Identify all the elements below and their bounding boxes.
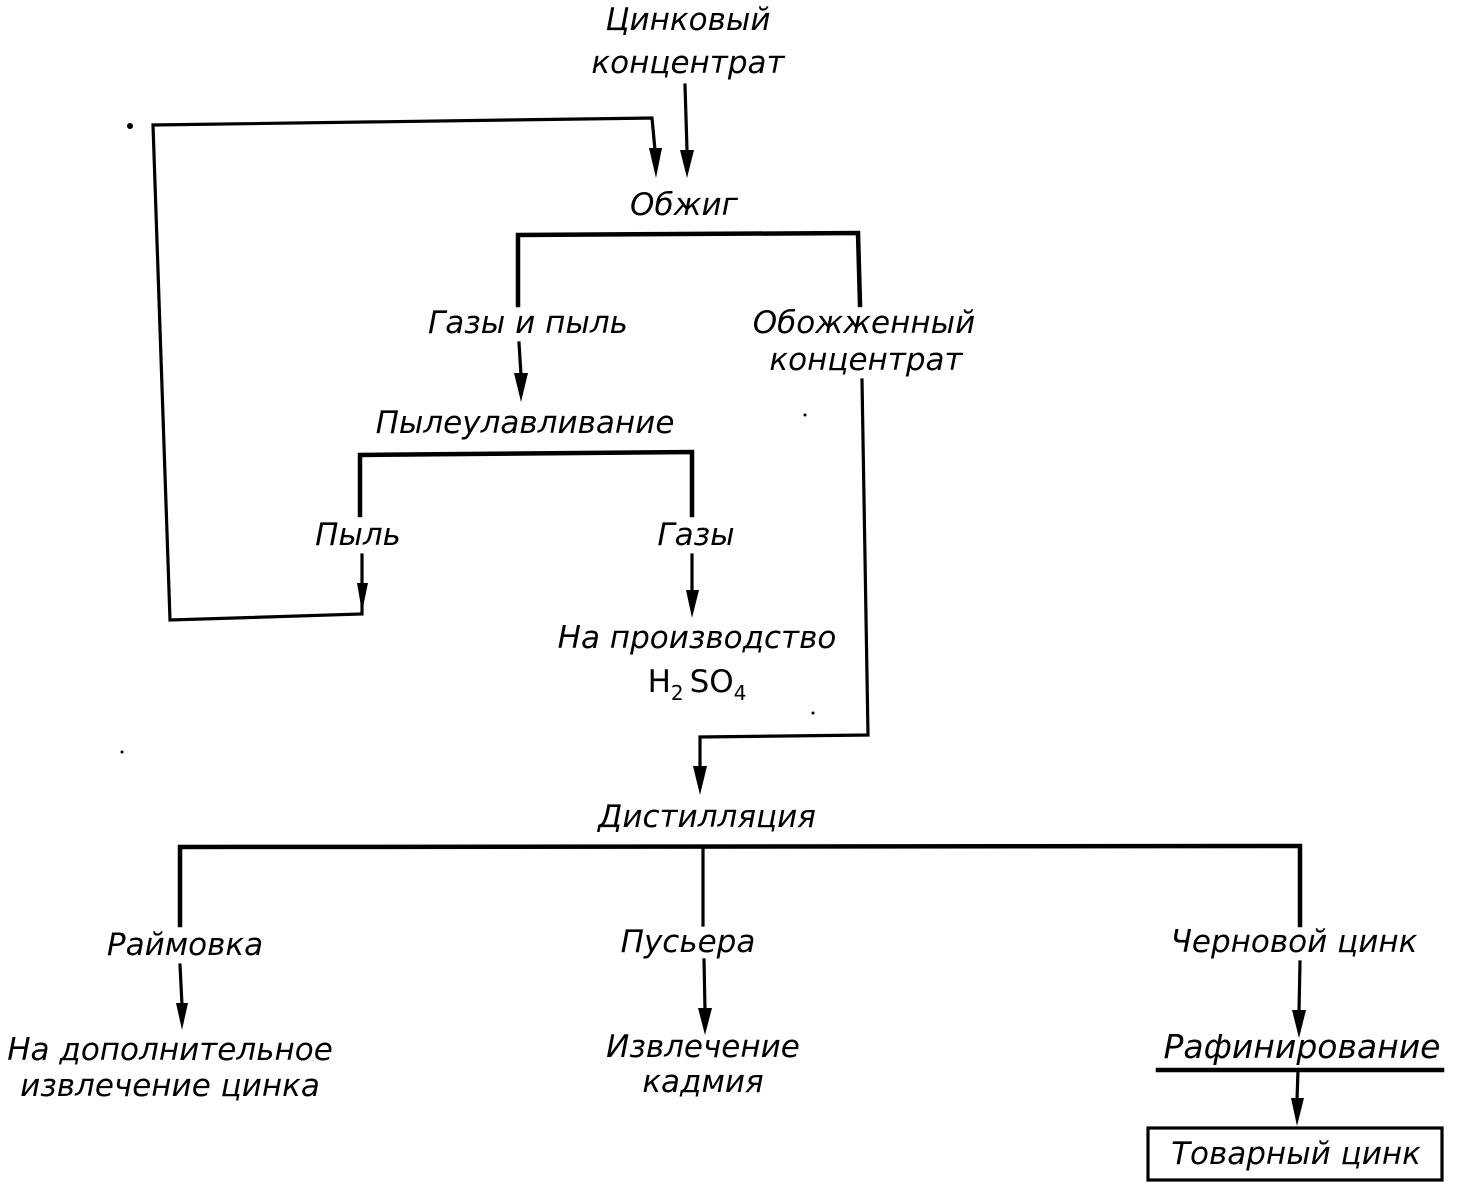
node-dust-collection: Пылеулавливание xyxy=(376,405,675,441)
node-cadmium-recovery-line2: кадмия xyxy=(642,1064,763,1100)
node-distillation: Дистилляция xyxy=(596,799,816,835)
arrow-to-collection-icon xyxy=(514,373,528,402)
node-gases: Газы xyxy=(657,517,734,553)
arrow-pusyera-icon xyxy=(698,1008,712,1035)
node-roasted-concentrate-line2: концентрат xyxy=(769,342,963,378)
arrowheads xyxy=(176,148,1306,1126)
node-zinc-concentrate-line2: концентрат xyxy=(591,45,785,81)
node-cadmium-recovery-line1: Извлечение xyxy=(606,1029,800,1065)
edge-gases-dust-to-collection xyxy=(517,341,523,377)
node-crude-zinc: Черновой цинк xyxy=(1171,924,1418,960)
node-dust: Пыль xyxy=(315,517,401,553)
formula-h: H xyxy=(648,664,671,700)
arrow-concentrate-icon xyxy=(680,150,694,178)
node-gases-and-dust: Газы и пыль xyxy=(428,305,628,341)
commercial-zinc-box xyxy=(1146,1126,1444,1182)
scan-specks xyxy=(120,123,815,754)
node-pusyera: Пусьера xyxy=(621,924,756,960)
node-refining: Рафинирование xyxy=(1164,1027,1441,1066)
edge-collection-branch xyxy=(357,449,695,518)
speck xyxy=(127,123,133,129)
arrow-raimovka-icon xyxy=(176,1003,188,1030)
edge-raimovka-down xyxy=(178,963,184,1007)
labels: Цинковый концентрат Обжиг Газы и пыль Об… xyxy=(7,2,1440,1172)
speck xyxy=(803,413,807,417)
connectors xyxy=(151,83,1445,1182)
node-extra-zinc-recovery-line1: На дополнительное xyxy=(7,1032,333,1068)
arrow-to-distillation-icon xyxy=(693,766,707,795)
node-raimovka: Раймовка xyxy=(107,927,263,963)
arrow-to-h2so4-icon xyxy=(686,590,699,618)
node-roasting: Обжиг xyxy=(630,187,739,223)
formula-so-sub: 4 xyxy=(734,681,747,705)
formula-h-sub: 2 xyxy=(671,681,684,705)
edge-roasted-to-distillation xyxy=(698,378,870,770)
node-roasted-concentrate-line1: Обожженный xyxy=(753,305,976,341)
arrow-dust-icon xyxy=(357,583,368,612)
edge-roasting-branch xyxy=(515,230,863,308)
speck xyxy=(120,750,124,754)
arrow-crude-icon xyxy=(1292,1010,1306,1038)
node-to-h2so4-line1: На производство xyxy=(558,620,837,656)
edge-crude-to-refining xyxy=(1297,960,1302,1014)
edge-refining-to-commercial xyxy=(1295,1068,1300,1102)
edge-pusyera-down xyxy=(702,958,707,1012)
arrow-commercial-icon xyxy=(1291,1098,1304,1126)
node-extra-zinc-recovery-line2: извлечение цинка xyxy=(20,1068,320,1104)
edge-concentrate-to-roasting xyxy=(683,83,689,152)
edge-dust-recycle-loop xyxy=(151,116,657,622)
speck xyxy=(811,711,815,715)
arrow-recycle-icon xyxy=(649,148,662,178)
node-commercial-zinc: Товарный цинк xyxy=(1171,1136,1421,1172)
formula-so: SO xyxy=(690,664,734,700)
edge-distillation-branch xyxy=(177,843,1303,928)
node-zinc-concentrate-line1: Цинковый xyxy=(605,2,770,38)
